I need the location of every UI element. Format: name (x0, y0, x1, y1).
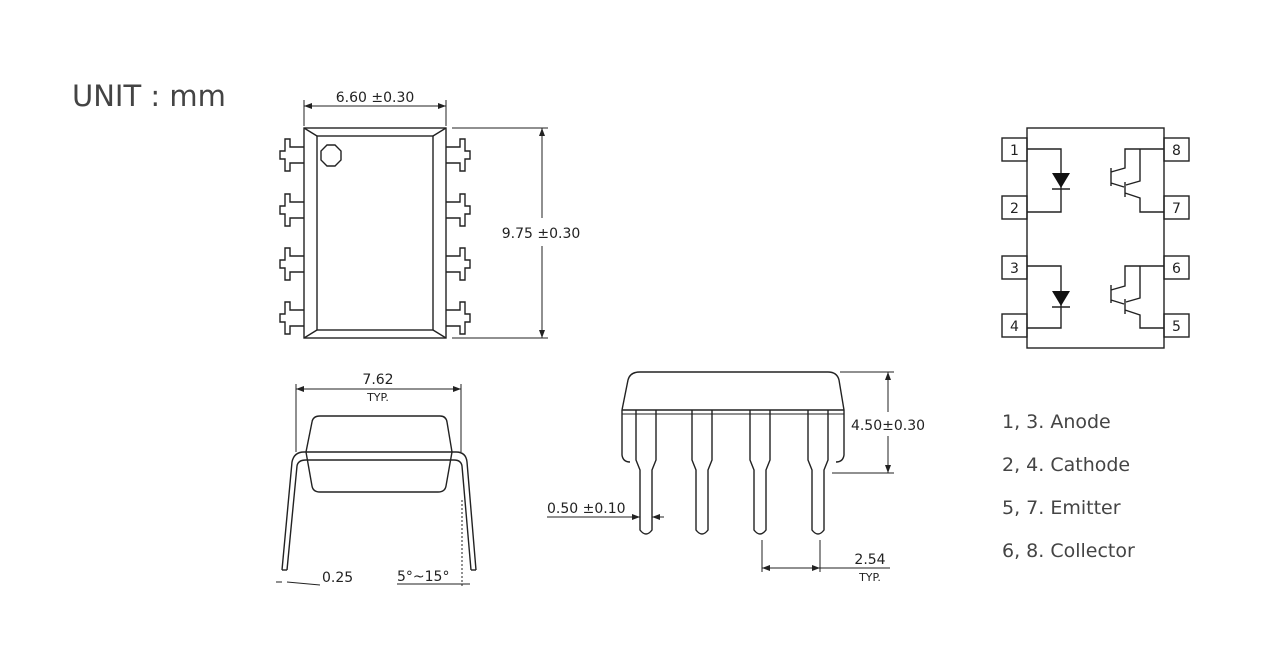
lead-outer (281, 451, 477, 571)
darlington-transistor-icon (1110, 148, 1164, 213)
legend-item: 1, 3. Anode (1002, 411, 1111, 433)
schematic: 1 2 3 4 8 7 6 5 (1001, 127, 1190, 349)
pin-number: 6 (1172, 261, 1181, 277)
package-lead (749, 410, 771, 535)
package-body-inner (316, 135, 434, 331)
package-pin (279, 193, 304, 227)
lead-width-dimension: 0.50 ±0.10 (547, 501, 626, 517)
package-pin (279, 247, 304, 281)
package-lead (635, 410, 657, 535)
lead-pitch-note: TYP. (858, 571, 881, 584)
package-lead (807, 410, 829, 535)
pin-number: 4 (1010, 319, 1019, 335)
pin1-marker-icon (320, 144, 342, 167)
pin-number: 1 (1010, 143, 1019, 159)
pin-box (1001, 195, 1028, 220)
pin-number: 8 (1172, 143, 1181, 159)
lead-thickness-dimension: 0.25 (322, 570, 353, 586)
pin-box (1001, 313, 1028, 338)
package-pin (446, 193, 471, 227)
package-pin (446, 138, 471, 172)
pin-box (1163, 313, 1190, 338)
pin-box (1001, 255, 1028, 280)
pin-number: 3 (1010, 261, 1019, 277)
side-body (305, 415, 453, 493)
pin-number: 2 (1010, 201, 1019, 217)
length-dimension: 9.75 ±0.30 (502, 226, 581, 242)
front-view: 4.50±0.30 0.50 ±0.10 2.54 TYP. (547, 371, 925, 584)
pin-legend: 1, 3. Anode 2, 4. Cathode 5, 7. Emitter … (1002, 411, 1135, 562)
height-dimension: 4.50±0.30 (851, 418, 925, 434)
led-icon (1052, 291, 1070, 306)
row-pitch-note: TYP. (366, 391, 389, 404)
pin-number: 5 (1172, 319, 1181, 335)
front-view-pins (635, 410, 829, 535)
schematic-body (1026, 127, 1165, 349)
package-pin (446, 247, 471, 281)
lead-inner (286, 459, 472, 571)
pin-box (1163, 255, 1190, 280)
package-pin (446, 301, 471, 335)
package-pin (279, 138, 304, 172)
top-view-pins (279, 138, 471, 335)
package-pin (279, 301, 304, 335)
row-pitch-dimension: 7.62 (362, 372, 393, 388)
legend-item: 6, 8. Collector (1002, 540, 1135, 562)
pin-number: 7 (1172, 201, 1181, 217)
lead-angle-dimension: 5°~15° (397, 569, 449, 585)
darlington-transistor-icon (1110, 265, 1164, 329)
pin-box (1163, 195, 1190, 220)
front-body (621, 371, 845, 463)
lead-pitch-dimension: 2.54 (854, 552, 885, 568)
side-view: 7.62 TYP. 0.25 5°~15° (276, 372, 477, 586)
unit-label: UNIT : mm (72, 79, 226, 113)
width-dimension: 6.60 ±0.30 (336, 90, 415, 106)
top-view: 6.60 ±0.30 9.75 ±0.30 (279, 90, 581, 339)
package-lead (691, 410, 713, 535)
led-icon (1052, 173, 1070, 188)
legend-item: 2, 4. Cathode (1002, 454, 1130, 476)
legend-item: 5, 7. Emitter (1002, 497, 1121, 519)
package-body-outline (303, 127, 447, 339)
